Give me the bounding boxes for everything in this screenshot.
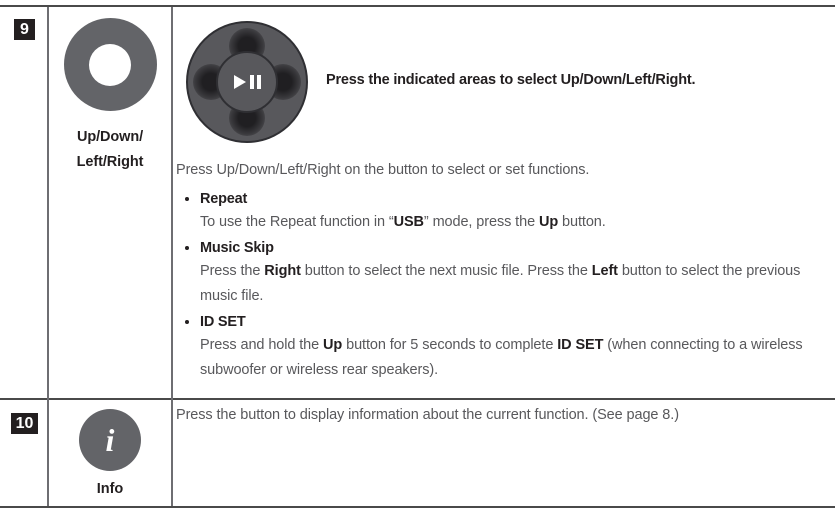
bullet-title: ID SET: [200, 314, 246, 330]
row-9-hero: Press the indicated areas to select Up/D…: [176, 12, 827, 160]
list-item: ID SET Press and hold the Up button for …: [176, 311, 827, 383]
row-number-badge-10: 10: [11, 413, 38, 434]
nav-button-center: [216, 51, 278, 113]
bullet-body: To use the Repeat function in “USB” mode…: [200, 214, 606, 230]
jog-dial-icon-cell: Up/Down/ Left/Right: [49, 18, 171, 175]
row-9-bullet-list: Repeat To use the Repeat function in “US…: [176, 188, 827, 383]
list-item: Repeat To use the Repeat function in “US…: [176, 188, 827, 235]
pause-bar-left-icon: [250, 75, 254, 89]
info-circle-button-icon: i: [79, 409, 141, 471]
info-label: Info: [96, 481, 124, 497]
table-row-divider: [0, 398, 835, 400]
row-9-content: Press the indicated areas to select Up/D…: [176, 12, 827, 385]
row-number-badge-9: 9: [14, 19, 35, 40]
jog-dial-donut-icon: [63, 18, 157, 111]
bullet-title: Music Skip: [200, 240, 274, 256]
info-i-glyph: i: [105, 422, 115, 458]
row-10-content: Press the button to display information …: [176, 405, 827, 426]
info-icon-cell: i Info: [49, 409, 171, 497]
jog-dial-label: Up/Down/ Left/Right: [49, 125, 171, 175]
play-triangle-icon: [234, 75, 246, 89]
hero-caption: Press the indicated areas to select Up/D…: [326, 72, 696, 88]
jog-dial-label-line2: Left/Right: [76, 154, 144, 170]
bullet-body: Press the Right button to select the nex…: [200, 263, 801, 304]
table-column-divider-2: [171, 7, 173, 506]
jog-dial-label-line1: Up/Down/: [76, 129, 144, 145]
pause-bar-right-icon: [257, 75, 261, 89]
row-9-lead-text: Press Up/Down/Left/Right on the button t…: [176, 162, 590, 178]
bullet-body: Press and hold the Up button for 5 secon…: [200, 337, 803, 378]
bullet-title: Repeat: [200, 191, 248, 207]
four-way-nav-button-diagram: [186, 21, 308, 143]
row-10-description: Press the button to display information …: [176, 407, 679, 423]
table-top-border: [0, 5, 835, 7]
play-pause-icon: [233, 75, 261, 89]
list-item: Music Skip Press the Right button to sel…: [176, 237, 827, 309]
table-column-divider-1: [47, 7, 49, 506]
table-bottom-border: [0, 506, 835, 508]
